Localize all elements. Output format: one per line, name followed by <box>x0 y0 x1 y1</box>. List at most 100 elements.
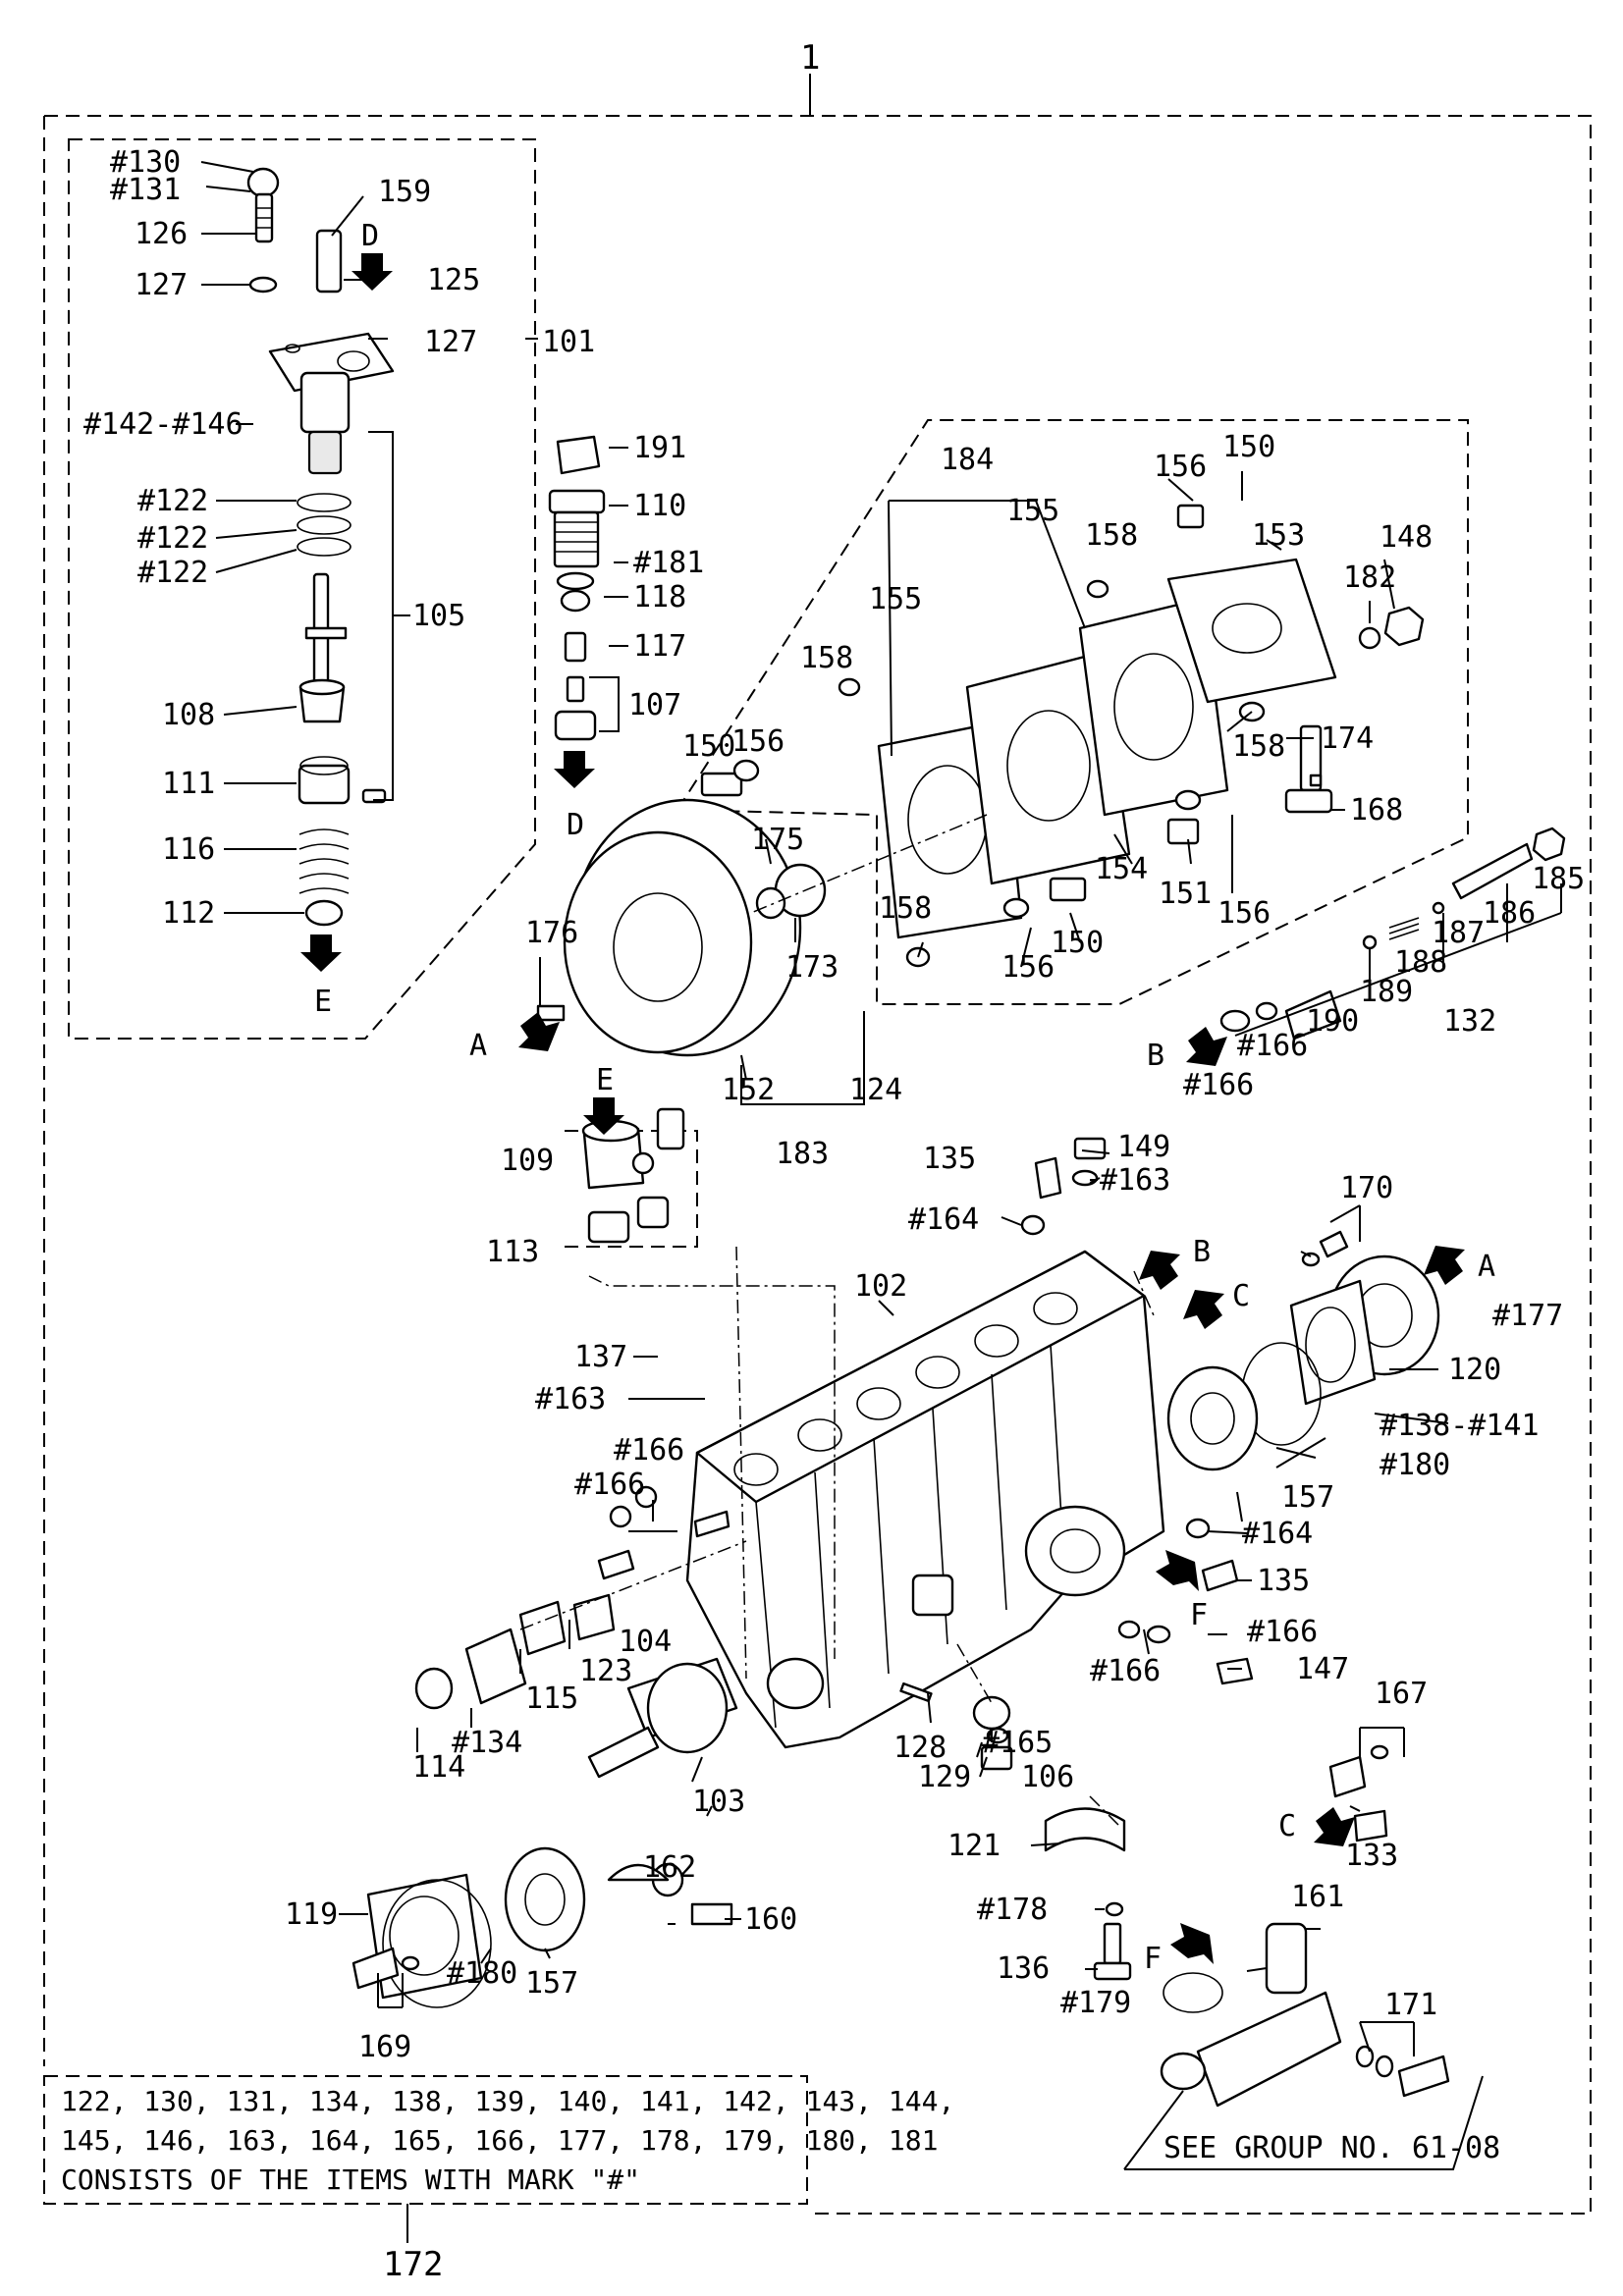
callout-165: #165 <box>982 1726 1053 1760</box>
callout-188: 188 <box>1394 945 1447 980</box>
view-letter-b-right: B <box>1193 1235 1211 1269</box>
callout-158d: 158 <box>879 891 932 926</box>
callout-153: 153 <box>1252 518 1305 553</box>
callout-111: 111 <box>162 767 215 801</box>
callout-149: 149 <box>1117 1130 1170 1164</box>
callout-103: 103 <box>692 1785 745 1819</box>
callout-102: 102 <box>854 1269 907 1304</box>
callout-185: 185 <box>1532 862 1585 896</box>
callout-128: 128 <box>893 1731 947 1765</box>
callout-160: 160 <box>744 1902 797 1937</box>
pump-housing <box>587 1250 1165 1779</box>
callout-166d: #166 <box>574 1468 645 1502</box>
callout-164b: #164 <box>1242 1517 1313 1551</box>
callout-186: 186 <box>1483 896 1536 931</box>
view-arrows <box>300 253 1465 1964</box>
callout-163a: #163 <box>1100 1163 1170 1198</box>
view-letter-a-left: A <box>469 1029 487 1063</box>
assembly-label: 1 <box>800 38 820 78</box>
callout-122c: #122 <box>137 556 208 590</box>
callout-150b: 150 <box>682 729 735 764</box>
callout-106: 106 <box>1021 1760 1074 1794</box>
callout-177: #177 <box>1492 1299 1563 1333</box>
callout-130: #130 <box>110 145 181 180</box>
callout-154: 154 <box>1095 852 1148 886</box>
callout-133: 133 <box>1345 1839 1398 1873</box>
callout-147: 147 <box>1296 1652 1349 1686</box>
callout-170: 170 <box>1340 1171 1393 1205</box>
adapter-plates <box>700 500 1425 1105</box>
callout-137: 137 <box>574 1340 627 1374</box>
callout-173: 173 <box>785 950 839 985</box>
callout-180b: #180 <box>447 1956 517 1991</box>
callout-labels: 1 #130 #131 126 159 127 125 127 101 #142… <box>83 38 1585 2284</box>
callout-175: 175 <box>751 823 804 857</box>
kit-label: 172 <box>383 2245 443 2284</box>
callout-122a: #122 <box>137 484 208 518</box>
camshaft-front-parts <box>414 1485 658 1710</box>
note-line-1: 122, 130, 131, 134, 138, 139, 140, 141, … <box>61 2085 954 2117</box>
callout-182: 182 <box>1343 561 1396 595</box>
callout-163b: #163 <box>535 1382 606 1416</box>
callout-150a: 150 <box>1222 430 1275 464</box>
callout-135a: 135 <box>923 1142 976 1176</box>
callout-166b: #166 <box>1183 1068 1254 1102</box>
callout-109: 109 <box>501 1144 554 1178</box>
callout-155a: 155 <box>1006 494 1059 528</box>
callout-190: 190 <box>1306 1004 1359 1039</box>
view-letter-a-right: A <box>1478 1250 1495 1284</box>
callout-101: 101 <box>542 325 595 359</box>
callout-184: 184 <box>941 443 994 477</box>
callout-138-141: #138-#141 <box>1380 1409 1540 1443</box>
callout-168: 168 <box>1350 793 1403 828</box>
callout-156a: 156 <box>1154 450 1207 484</box>
callout-159: 159 <box>378 175 431 209</box>
view-letter-c-top: C <box>1232 1279 1250 1313</box>
view-letter-f-housing: F <box>1190 1598 1208 1632</box>
callout-112: 112 <box>162 896 215 931</box>
callout-105: 105 <box>412 599 465 633</box>
callout-131: #131 <box>110 173 181 207</box>
view-letter-b-left: B <box>1147 1039 1164 1073</box>
callout-119: 119 <box>285 1897 338 1932</box>
callout-148: 148 <box>1380 520 1433 555</box>
callout-117: 117 <box>633 629 686 664</box>
callout-120: 120 <box>1448 1353 1501 1387</box>
callout-176: 176 <box>525 916 578 950</box>
callout-157b: 157 <box>525 1966 578 2001</box>
view-letter-d-bottom: D <box>567 808 584 842</box>
callout-129: 129 <box>918 1760 971 1794</box>
callout-126: 126 <box>135 217 188 251</box>
callout-174: 174 <box>1321 721 1374 756</box>
callout-110: 110 <box>633 489 686 523</box>
callout-107: 107 <box>628 688 681 722</box>
view-letter-e-top: E <box>314 985 332 1019</box>
rear-parts <box>607 1137 1440 1926</box>
callout-127a: 127 <box>135 268 188 302</box>
callout-134: #134 <box>452 1726 522 1760</box>
callout-180a: #180 <box>1380 1448 1450 1482</box>
callout-156b: 156 <box>731 724 784 759</box>
callout-158b: 158 <box>800 641 853 675</box>
callout-169: 169 <box>358 2030 411 2064</box>
callout-151: 151 <box>1159 877 1212 911</box>
callout-132: 132 <box>1443 1004 1496 1039</box>
view-letter-c-bottom: C <box>1278 1809 1296 1843</box>
leader-lines <box>200 161 1449 2056</box>
callout-158a: 158 <box>1085 518 1138 553</box>
callout-124: 124 <box>849 1073 902 1107</box>
callout-179: #179 <box>1060 1986 1131 2020</box>
callout-156c: 156 <box>1217 896 1271 931</box>
callout-122b: #122 <box>137 521 208 556</box>
callout-166a: #166 <box>1237 1029 1308 1063</box>
callout-152: 152 <box>722 1073 775 1107</box>
callout-127b: 127 <box>424 325 477 359</box>
callout-113: 113 <box>486 1235 539 1269</box>
callout-156d: 156 <box>1001 950 1055 985</box>
coupling <box>536 798 827 1057</box>
callout-118: 118 <box>633 580 686 614</box>
callout-189: 189 <box>1360 975 1413 1009</box>
callout-108: 108 <box>162 698 215 732</box>
view-letter-f-valve: F <box>1144 1942 1162 1976</box>
